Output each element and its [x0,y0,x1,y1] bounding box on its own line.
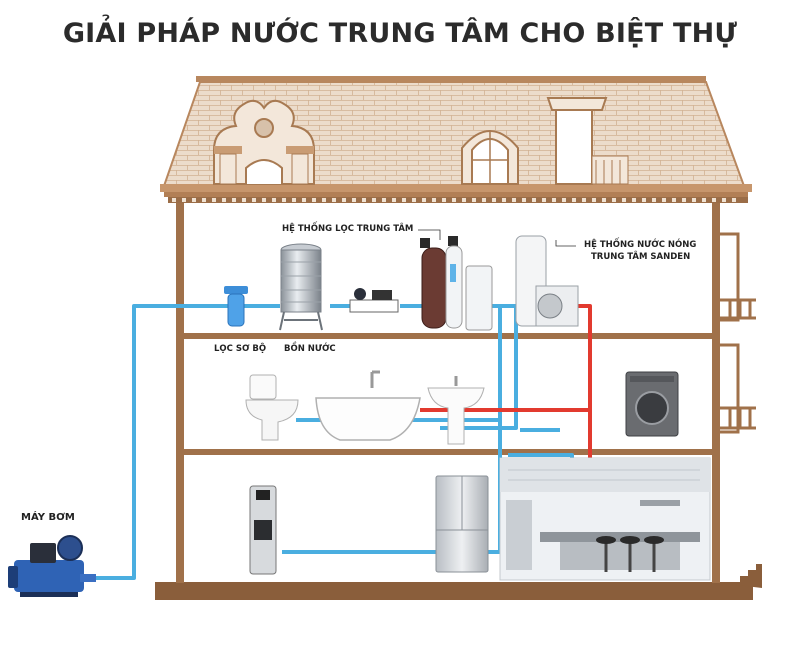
toilet-icon [245,374,299,441]
label-leaders [418,229,576,247]
roof [160,76,752,203]
pre-filter-label: LỌC SƠ BỘ [214,344,267,354]
page-title: GIẢI PHÁP NƯỚC TRUNG TÂM CHO BIỆT THỰ [62,18,738,49]
pump-label: MÁY BƠM [21,512,75,523]
pump-icon [8,535,96,597]
hot-water-label-line1: HỆ THỐNG NƯỚC NÓNG [584,240,697,250]
refrigerator-icon [435,475,489,573]
house-frame [176,203,720,583]
sink-icon [427,376,485,445]
balconies [720,232,756,434]
central-filter-label: HỆ THỐNG LỌC TRUNG TÂM [282,224,414,234]
water-dispenser-icon [249,485,277,575]
pre-filter-icon [224,286,248,327]
softener-icon [420,236,493,331]
diagram-stage: GIẢI PHÁP NƯỚC TRUNG TÂM CHO BIỆT THỰ [8,18,762,600]
washing-machine-icon [625,371,679,437]
heat-pump-icon [515,235,579,327]
water-tank-icon [279,243,323,331]
water-tank-label: BỒN NƯỚC [284,344,336,354]
hot-water-label-line2: TRUNG TÂM SANDEN [591,252,691,262]
house-drawing [8,76,762,600]
steps [712,564,762,588]
booster-pump-icon [349,288,399,313]
kitchen-icon [499,457,711,581]
ground-slab [155,582,753,600]
bathtub-icon [315,370,421,441]
